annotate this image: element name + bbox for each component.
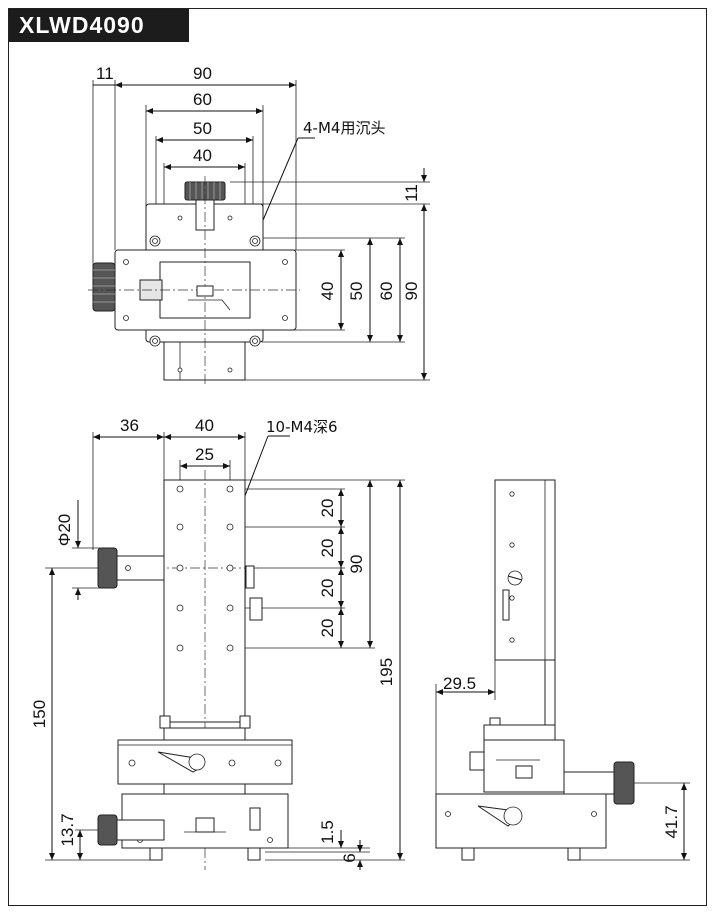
dim-w25: 25 <box>195 445 214 464</box>
dim-w36: 36 <box>120 416 139 435</box>
dim-h13-7: 13.7 <box>58 813 77 846</box>
dim-pitch-2: 20 <box>318 539 337 558</box>
countersink-callout: 4-M4用沉头 <box>303 119 385 137</box>
dim-h50: 50 <box>347 282 366 301</box>
model-title: XLWD4090 <box>9 9 189 42</box>
dim-h195: 195 <box>377 658 396 686</box>
dim-h41-7: 41.7 <box>662 805 681 838</box>
dim-pitch-4: 20 <box>318 619 337 638</box>
top-view: 11 90 60 50 40 11 40 50 60 90 4-M4用沉头 <box>88 64 430 385</box>
dim-w11: 11 <box>96 64 114 83</box>
dim-w90: 90 <box>193 64 212 83</box>
dim-pitch-3: 20 <box>318 579 337 598</box>
side-view: 29.5 41.7 <box>435 479 690 861</box>
dim-h150: 150 <box>30 700 49 728</box>
dim-h1-5: 1.5 <box>318 820 337 844</box>
dim-h90-front: 90 <box>347 555 366 574</box>
dim-h11: 11 <box>402 184 421 202</box>
dim-w40-front: 40 <box>195 416 214 435</box>
dim-pitch-1: 20 <box>318 499 337 518</box>
front-view: 36 40 25 Φ20 10-M4深6 20 20 20 20 90 195 <box>30 416 405 870</box>
dim-phi20: Φ20 <box>55 514 74 546</box>
drawing-frame <box>8 8 707 906</box>
tapped-hole-callout: 10-M4深6 <box>266 418 338 436</box>
dim-h90: 90 <box>402 282 421 301</box>
dim-w29-5: 29.5 <box>443 674 476 693</box>
dim-h60: 60 <box>377 282 396 301</box>
dim-w60: 60 <box>193 90 212 109</box>
dim-w50: 50 <box>193 119 212 138</box>
dim-h6: 6 <box>340 853 359 862</box>
dim-h40: 40 <box>318 282 337 301</box>
dim-w40: 40 <box>193 146 212 165</box>
